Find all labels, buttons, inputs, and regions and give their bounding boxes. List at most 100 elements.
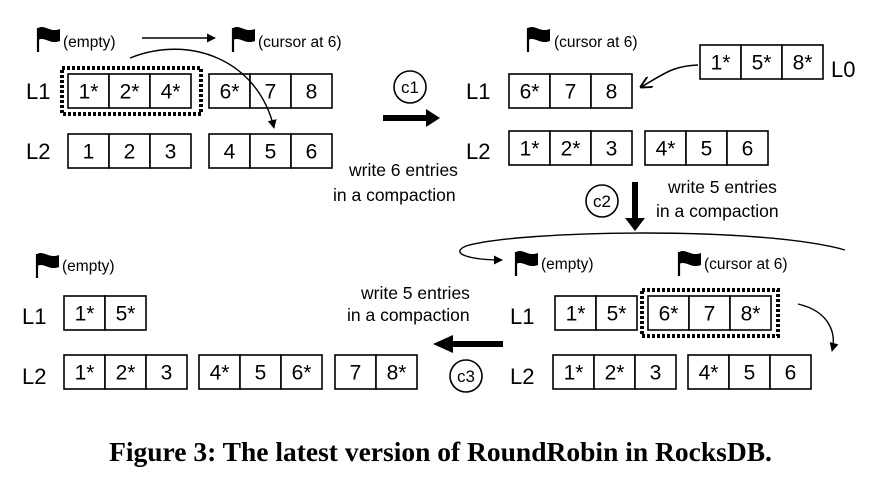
cell-key: 5*	[116, 303, 136, 326]
sst-file: 1*2*4*	[67, 73, 192, 109]
cell-key: 1*	[520, 138, 540, 161]
sst-cell	[290, 73, 333, 109]
step-c2: c2	[585, 184, 619, 218]
sst-cell	[595, 295, 638, 331]
cell-key: 1*	[75, 362, 95, 385]
cell-key: 5	[265, 141, 277, 164]
sst-cell	[699, 44, 742, 80]
compaction-arrow-right	[383, 109, 440, 127]
sst-cell	[644, 130, 687, 166]
sst-cell	[508, 73, 551, 109]
cell-key: 2*	[120, 81, 140, 104]
cell-key: 6	[785, 362, 797, 385]
cell-key: 3	[165, 141, 177, 164]
sst-file: 1*5*8*	[699, 44, 824, 80]
cell-key: 3	[606, 138, 618, 161]
cell-key: 2*	[605, 362, 625, 385]
cell-key: 4*	[210, 362, 230, 385]
cell-key: 6	[742, 138, 754, 161]
level-label-l2: L2	[466, 139, 490, 164]
cursor-to-l2-arrow	[129, 48, 277, 129]
compaction-arrow-left	[433, 335, 503, 353]
flag-label: (cursor at 6)	[554, 34, 638, 51]
level-label-l1: L1	[466, 79, 490, 104]
sst-cell	[149, 73, 192, 109]
flag-label: (cursor at 6)	[704, 256, 788, 273]
arrows	[129, 33, 846, 353]
cell-key: 8*	[741, 303, 761, 326]
level-label-l0: L0	[831, 57, 855, 82]
sst-cell	[726, 130, 769, 166]
sst-file: 1* 5*	[554, 295, 638, 331]
sst-cell	[280, 354, 323, 390]
cell-key: 7	[704, 303, 716, 326]
sst-cell	[687, 354, 730, 390]
sst-file: 1*2*3	[63, 354, 188, 390]
sst-cell	[729, 295, 772, 331]
sst-cell	[67, 133, 110, 169]
flag-label: (cursor at 6)	[258, 34, 342, 51]
cell-key: 1	[83, 141, 95, 164]
compaction-note: in a compaction	[347, 305, 470, 325]
sst-cell	[685, 130, 728, 166]
cell-key: 5	[255, 362, 267, 385]
compaction-arrow-down	[625, 182, 645, 231]
sst-file: 1*2*3	[508, 130, 633, 166]
selection-boxes	[60, 66, 780, 338]
cell-key: 5*	[752, 52, 772, 75]
cell-key: 8*	[387, 362, 407, 385]
flag-icon	[231, 26, 255, 52]
cell-key: 1*	[564, 362, 584, 385]
cell-key: 2*	[116, 362, 136, 385]
cell-key: 6	[306, 141, 318, 164]
sst-cell	[290, 133, 333, 169]
sst-cell	[688, 295, 731, 331]
compaction-note: in a compaction	[656, 201, 779, 221]
sst-cell	[63, 295, 106, 331]
flag-icon	[514, 250, 538, 276]
cell-key: 8*	[793, 52, 813, 75]
sst-cell	[149, 133, 192, 169]
sst-cell	[208, 133, 251, 169]
sst-cell	[334, 354, 377, 390]
flag-icon	[677, 250, 701, 276]
step-c3: c3	[449, 359, 483, 393]
cell-key: 3	[650, 362, 662, 385]
cell-key: 5*	[607, 303, 627, 326]
cell-key: 4*	[699, 362, 719, 385]
sst-cell	[104, 295, 147, 331]
sst-cell	[549, 130, 592, 166]
sst-cell	[593, 354, 636, 390]
sst-cell	[104, 354, 147, 390]
sst-cell	[590, 130, 633, 166]
cell-key: 2	[124, 141, 136, 164]
level-label-l2: L2	[510, 364, 534, 389]
compaction-note: write 5 entries	[360, 283, 470, 303]
sst-cell	[769, 354, 812, 390]
sst-cell	[552, 354, 595, 390]
compaction-note: write 6 entries	[348, 160, 458, 180]
svg-text:c2: c2	[593, 192, 611, 211]
sst-cell	[590, 73, 633, 109]
cell-key: 8	[606, 81, 618, 104]
flag-icon	[35, 252, 59, 278]
cell-key: 7	[565, 81, 577, 104]
selected-files-box	[60, 66, 203, 116]
cell-key: 5	[744, 362, 756, 385]
cell-key: 6*	[659, 303, 679, 326]
cell-key: 1*	[566, 303, 586, 326]
wrap-around-arrow	[459, 232, 846, 265]
sst-cell	[249, 133, 292, 169]
cell-key: 6*	[292, 362, 312, 385]
sst-file: 6* 7 8*	[647, 295, 772, 331]
svg-text:c1: c1	[401, 78, 419, 97]
sst-cell	[740, 44, 783, 80]
flags	[35, 26, 701, 278]
sst-file: 1* 2* 3	[552, 354, 677, 390]
level-label-l1: L1	[510, 304, 534, 329]
